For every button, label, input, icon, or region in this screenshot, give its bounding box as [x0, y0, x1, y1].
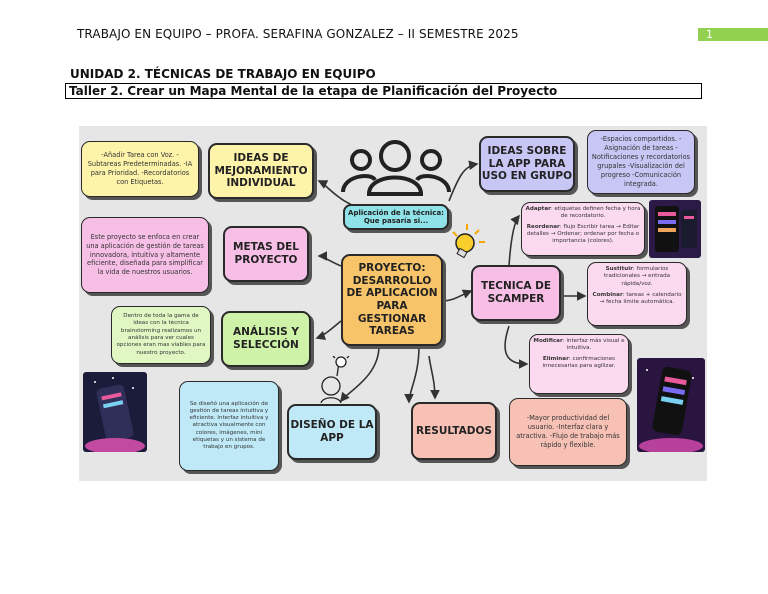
goals-box: METAS DEL PROYECTO [223, 226, 309, 282]
arrow-to-analysis [315, 320, 342, 341]
arrow-to-results [404, 345, 420, 404]
design-box: DISEÑO DE LA APP [287, 404, 377, 460]
arrow-to-ideas-group [448, 160, 479, 202]
substitute-label: Sustituir [605, 266, 633, 272]
lightbulb-icon [452, 224, 485, 259]
document-header: TRABAJO EN EQUIPO – PROFA. SERAFINA GONZ… [77, 27, 519, 41]
mind-map-image: Aplicación de la técnica: Que pasaría si… [79, 126, 707, 481]
app-screenshot-image-2 [83, 372, 147, 452]
arrow-results-to-design [428, 355, 440, 400]
arrow-to-design [339, 345, 380, 403]
connector-arrows [315, 160, 587, 404]
app-screenshot-image-3 [637, 358, 705, 452]
arrow-scamper-to-modify [504, 325, 529, 369]
scamper-box: TECNICA DE SCAMPER [471, 265, 561, 321]
team-people-icon [341, 140, 451, 196]
eliminate-label: Eliminar [542, 355, 569, 362]
goals-note: Este proyecto se enfoca en crear una apl… [81, 217, 209, 293]
technique-label: Aplicación de la técnica: Que pasaría si… [343, 204, 449, 230]
ideas-individual-box: IDEAS DE MEJORAMIENTO INDIVIDUAL [208, 143, 314, 199]
ideas-group-box: IDEAS SOBRE LA APP PARA USO EN GRUPO [479, 136, 575, 192]
design-note: Se diseñó una aplicación de gestión de t… [179, 381, 279, 471]
arrow-to-goals [317, 251, 342, 267]
scamper-substitute-note: Sustituir: formularios tradicionales → e… [587, 262, 687, 326]
arrow-to-scamper [440, 289, 473, 302]
results-box: RESULTADOS [411, 402, 497, 460]
analysis-box: ANÁLISIS Y SELECCIÓN [221, 311, 311, 367]
arrow-scamper-to-adapt [508, 214, 520, 267]
unit-title: UNIDAD 2. TÉCNICAS DE TRABAJO EN EQUIPO [70, 67, 376, 81]
scamper-modify-note: Modificar: interfaz más visual e intuiti… [529, 334, 629, 394]
adapt-label: Adaptar [525, 206, 551, 212]
project-center-box: PROYECTO: DESARROLLO DE APLICACION PARA … [341, 254, 443, 346]
analysis-note: Dentro de toda la gama de ideas con la t… [111, 306, 211, 364]
combine-label: Combinar [592, 291, 623, 298]
reorder-label: Reordenar [526, 223, 560, 230]
scamper-adapt-note: Adaptar: etiquetas definen fecha y hora … [521, 202, 645, 256]
modify-label: Modificar [533, 338, 563, 344]
page-number: 1 [698, 28, 768, 41]
app-screenshot-image-1 [649, 200, 701, 258]
thinking-person-icon [320, 356, 350, 404]
results-note: -Mayor productividad del usuario. -Inter… [509, 398, 627, 466]
ideas-individual-note: -Añadir Tarea con Voz. -Subtareas Predet… [81, 141, 199, 197]
ideas-group-note: -Espacios compartidos. -Asignación de ta… [587, 130, 695, 194]
task-title: Taller 2. Crear un Mapa Mental de la eta… [65, 83, 702, 99]
